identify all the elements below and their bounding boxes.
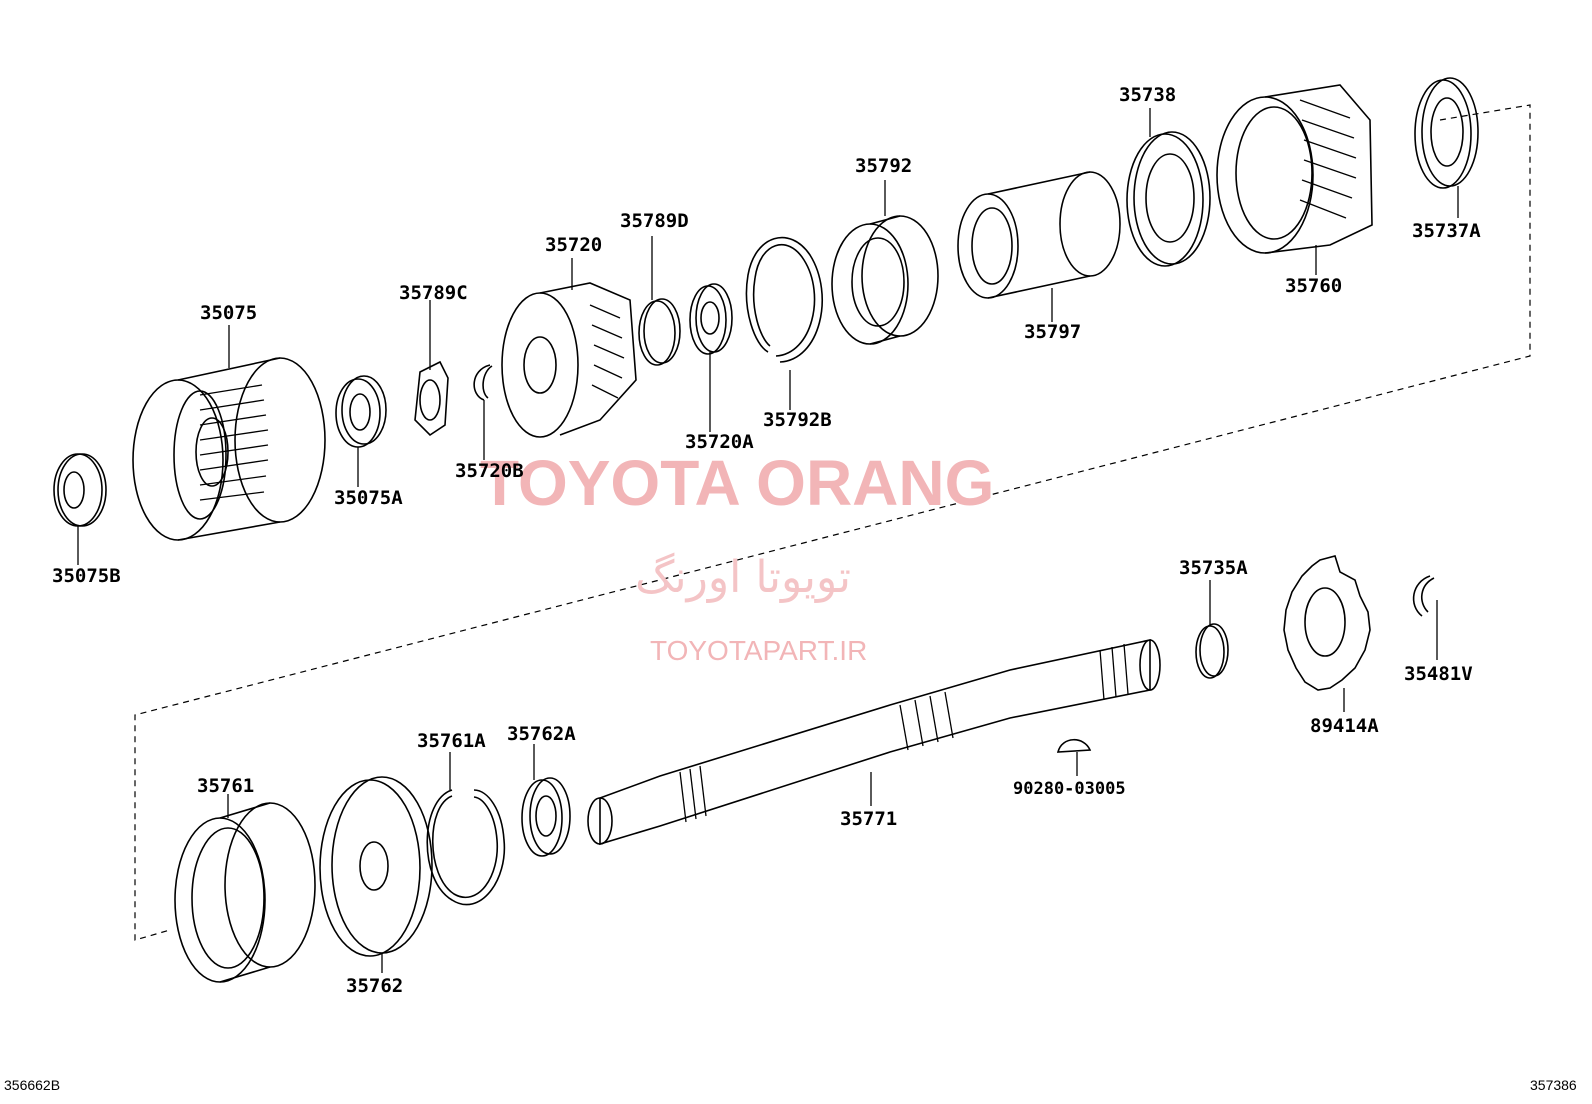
key-90280-03005-part[interactable] [1056, 738, 1092, 753]
thrust-washer-35737A-part[interactable] [1414, 77, 1479, 189]
label-35720A[interactable]: 35720A [685, 431, 754, 453]
snap-ring-35481V-part[interactable] [1412, 575, 1435, 617]
watermark-url: TOYOTAPART.IR [650, 635, 867, 666]
label-35075B[interactable]: 35075B [52, 565, 121, 587]
washer-35075B-part[interactable] [53, 453, 107, 527]
hub-disc-35762-part[interactable] [319, 776, 433, 957]
race-35738-part[interactable] [1126, 131, 1211, 267]
label-35789D[interactable]: 35789D [620, 210, 689, 232]
label-90280-03005[interactable]: 90280-03005 [1013, 779, 1126, 799]
plate-35789C-part[interactable] [414, 360, 449, 437]
ring-35735A-part[interactable] [1195, 623, 1229, 679]
watermark-brand: TOYOTA ORANG [480, 447, 994, 519]
output-shaft-35771-part[interactable] [587, 639, 1161, 846]
label-35735A[interactable]: 35735A [1179, 557, 1248, 579]
snap-ring-35761A-part[interactable] [426, 789, 506, 906]
label-35760[interactable]: 35760 [1285, 275, 1342, 297]
ring-gear-35761-part[interactable] [174, 802, 316, 983]
washer-35789D-part[interactable] [638, 298, 681, 366]
label-35771[interactable]: 35771 [840, 808, 897, 830]
corner-code-right: 357386 [1530, 1077, 1577, 1093]
label-89414A[interactable]: 89414A [1310, 715, 1379, 737]
corner-code-left: 356662B [4, 1077, 60, 1093]
sleeve-35797-part[interactable] [957, 171, 1121, 299]
label-35761[interactable]: 35761 [197, 775, 254, 797]
label-35792B[interactable]: 35792B [763, 409, 832, 431]
leader-lines [77, 108, 1459, 973]
planetary-carrier-35720-part[interactable] [501, 282, 637, 438]
label-35738[interactable]: 35738 [1119, 84, 1176, 106]
label-35075A[interactable]: 35075A [334, 487, 403, 509]
watermark: TOYOTA ORANG تویوتا اورنگ TOYOTAPART.IR [480, 447, 994, 666]
label-35789C[interactable]: 35789C [399, 282, 468, 304]
rotor-89414A-part[interactable] [1283, 555, 1371, 691]
label-35762[interactable]: 35762 [346, 975, 403, 997]
drum-gear-35075-part[interactable] [132, 357, 326, 541]
assembly-boundary [134, 104, 1531, 941]
label-35720[interactable]: 35720 [545, 234, 602, 256]
label-35737A[interactable]: 35737A [1412, 220, 1481, 242]
bearing-35075A-part[interactable] [335, 375, 387, 448]
snap-ring-35792B-part[interactable] [745, 236, 823, 363]
bearing-35792-part[interactable] [831, 215, 939, 345]
snap-ring-35720B-part[interactable] [473, 364, 493, 401]
label-35481V[interactable]: 35481V [1404, 663, 1473, 685]
bearing-35720A-part[interactable] [689, 283, 733, 355]
label-35720B[interactable]: 35720B [455, 460, 524, 482]
label-35075[interactable]: 35075 [200, 302, 257, 324]
part-labels: 35075B 35075 35075A 35789C 35720B 35720 … [52, 84, 1481, 997]
label-35797[interactable]: 35797 [1024, 321, 1081, 343]
label-35762A[interactable]: 35762A [507, 723, 576, 745]
gear-drum-35760-part[interactable] [1216, 84, 1373, 254]
label-35792[interactable]: 35792 [855, 155, 912, 177]
label-35761A[interactable]: 35761A [417, 730, 486, 752]
watermark-brand-fa: تویوتا اورنگ [635, 552, 851, 603]
bearing-35762A-part[interactable] [521, 777, 571, 857]
